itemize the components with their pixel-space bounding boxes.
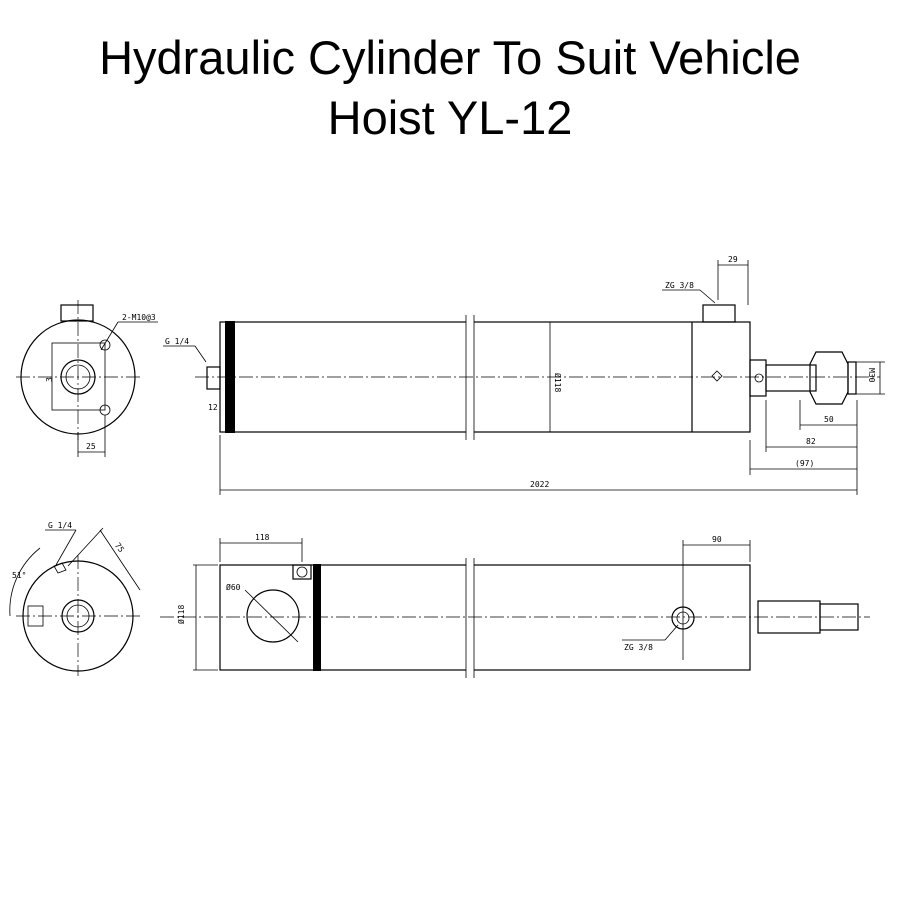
dim-82-label: 82: [806, 437, 816, 446]
rod-thread: [847, 361, 857, 395]
left-port-fitting: [206, 366, 221, 390]
end-view-port-boss: [60, 304, 94, 322]
bottom-end-port-label: G 1/4: [48, 521, 72, 530]
end-view-mount-rect: [51, 342, 106, 411]
body-diameter-label: Ø118: [553, 373, 563, 392]
left-port-label: G 1/4: [165, 337, 189, 346]
angle-label: 51°: [12, 571, 26, 580]
dim-97-label: (97): [795, 459, 814, 468]
bottom-cylinder-body: [219, 564, 751, 671]
hole-spec-leader: [100, 321, 119, 351]
port-marker: [711, 370, 723, 382]
center-mark-label: 3: [45, 377, 54, 382]
bolt-hole-upper: [99, 339, 111, 351]
dim-29-label: 29: [728, 255, 738, 264]
title-line-1: Hydraulic Cylinder To Suit Vehicle: [99, 31, 801, 84]
bottom-port-label: ZG 3/8: [624, 643, 653, 652]
dim-12-label: 12: [208, 403, 218, 412]
dim-25-label: 25: [86, 442, 96, 451]
top-side-view: G 1/4 12 29 ZG 3/8 Ø118 M30 50 8: [163, 255, 885, 495]
dim-50-label: 50: [824, 415, 834, 424]
bottom-body-diameter-label: Ø118: [176, 605, 186, 624]
bore-circle: [246, 589, 300, 643]
dim-90-label: 90: [712, 535, 722, 544]
rod-end-nut: [809, 351, 849, 405]
overall-length-label: 2022: [530, 480, 549, 489]
top-port-boss: [702, 304, 736, 323]
hole-spec-label: 2-M10@3: [122, 313, 156, 322]
bottom-side-view: Ø60 118 Ø118 90 ZG 3/8: [160, 533, 870, 678]
angle-arc: [9, 547, 41, 617]
thread-label: M30: [867, 368, 876, 383]
dim-118-label: 118: [255, 533, 270, 542]
bottom-top-port: [292, 564, 312, 580]
rod-collar: [749, 359, 767, 397]
dim-75-line: [99, 529, 141, 591]
top-end-view: 2-M10@3 3 25: [16, 300, 158, 457]
bottom-seal-band: [313, 564, 321, 671]
top-port-label: ZG 3/8: [665, 281, 694, 290]
bottom-end-view: G 1/4 51° 75: [9, 521, 141, 676]
title-line-2: Hoist YL-12: [327, 91, 573, 144]
bore-diameter-label: Ø60: [226, 582, 241, 592]
piston-rod: [765, 364, 817, 392]
drawing-title: Hydraulic Cylinder To Suit Vehicle Hoist…: [0, 28, 900, 148]
